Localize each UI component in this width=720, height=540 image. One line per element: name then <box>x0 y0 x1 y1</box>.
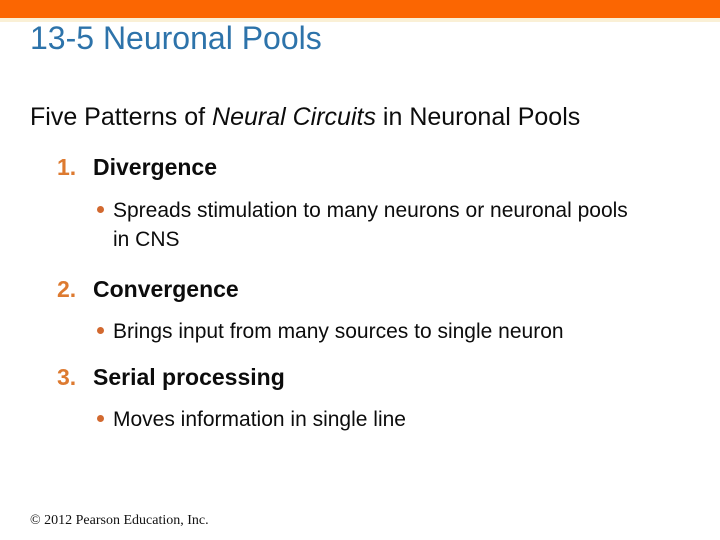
list-item-title: Serial processing <box>93 364 285 390</box>
content-heading-suffix: in Neuronal Pools <box>375 103 581 131</box>
bullet-text: Spreads stimulation to many neurons or n… <box>113 199 628 251</box>
top-accent-bar <box>0 0 720 18</box>
list-item-convergence: 2. Convergence <box>57 275 239 303</box>
slide-title: 13-5 Neuronal Pools <box>30 20 322 56</box>
bullet-dot-icon <box>97 206 104 213</box>
list-item-serial-processing: 3. Serial processing <box>57 363 285 391</box>
bullet-dot-icon <box>97 327 104 334</box>
list-item-number: 2. <box>57 276 77 302</box>
bullet-divergence: Spreads stimulation to many neurons or n… <box>97 196 628 254</box>
bullet-text: Moves information in single line <box>113 408 406 431</box>
bullet-serial-processing: Moves information in single line <box>97 405 406 434</box>
content-heading-italic: Neural Circuits <box>212 103 376 131</box>
list-item-divergence: 1. Divergence <box>57 153 217 181</box>
bullet-convergence: Brings input from many sources to single… <box>97 317 564 346</box>
content-heading-prefix: Five Patterns of <box>30 103 213 131</box>
list-item-number: 1. <box>57 154 77 180</box>
list-item-number: 3. <box>57 364 77 390</box>
list-item-title: Convergence <box>93 276 239 302</box>
copyright-text: © 2012 Pearson Education, Inc. <box>30 513 209 528</box>
top-accent-underline <box>0 18 720 22</box>
content-heading: Five Patterns of Neural Circuits in Neur… <box>30 101 580 133</box>
bullet-dot-icon <box>97 415 104 422</box>
bullet-text: Brings input from many sources to single… <box>113 320 564 343</box>
list-item-title: Divergence <box>93 154 218 180</box>
